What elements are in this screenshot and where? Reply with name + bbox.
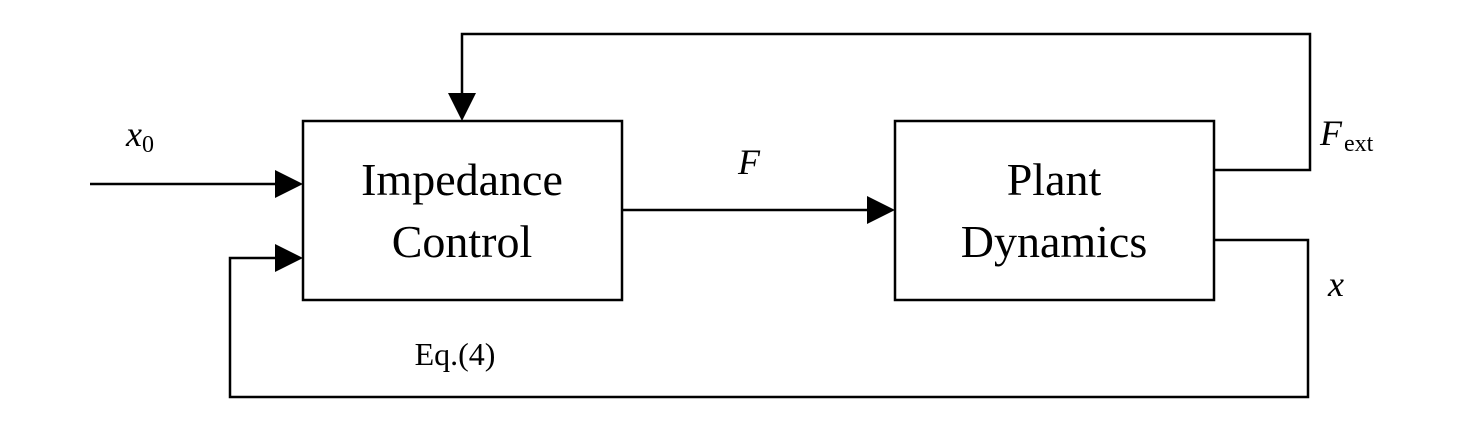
impedance-control-equation-label: Eq.(4) xyxy=(415,336,496,372)
force-signal-arrow xyxy=(867,196,895,224)
external-force-feedback-arrow xyxy=(448,93,476,121)
impedance-control-label-line1: Impedance xyxy=(361,154,563,205)
reference-signal-label: x0 xyxy=(125,114,154,158)
external-force-feedback-line xyxy=(460,32,1312,172)
position-feedback-arrow xyxy=(275,244,303,272)
position-feedback-line xyxy=(228,238,1310,399)
plant-dynamics-label-line1: Plant xyxy=(1007,154,1102,205)
reference-input-arrow xyxy=(275,170,303,198)
plant-dynamics-block xyxy=(893,119,1216,302)
plant-dynamics-label-line2: Dynamics xyxy=(961,216,1148,267)
impedance-control-block xyxy=(301,119,624,302)
external-force-signal-label: Fext xyxy=(1319,113,1374,157)
force-signal-label: F xyxy=(737,142,761,182)
impedance-control-label-line2: Control xyxy=(392,216,533,267)
position-signal-label: x xyxy=(1327,264,1344,304)
